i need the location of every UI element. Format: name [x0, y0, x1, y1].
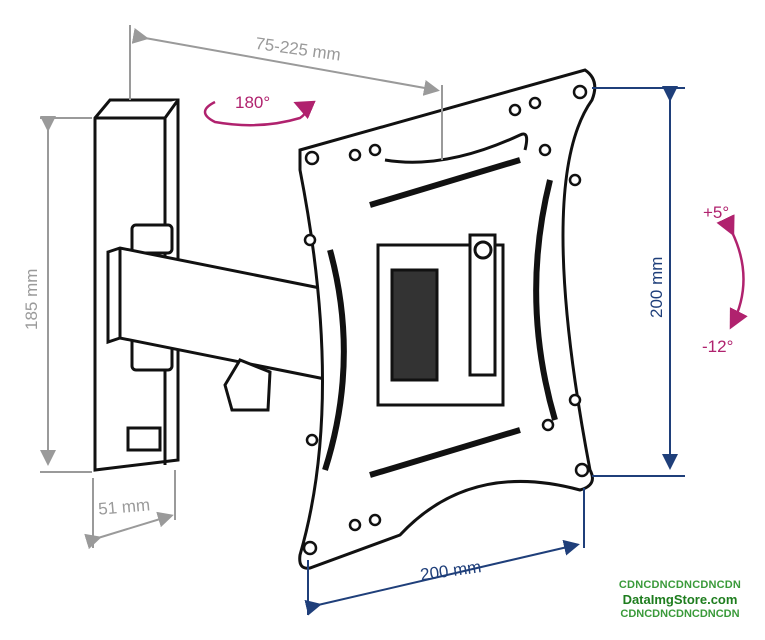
vesa-plate: [298, 68, 597, 570]
tilt-up-label: +5°: [703, 203, 729, 222]
vesa-horizontal-label: 200 mm: [419, 557, 482, 584]
rotation-arrows: [203, 100, 748, 330]
tilt-down-label: -12°: [702, 337, 733, 356]
swivel-label: 180°: [235, 93, 270, 112]
dim-lines-grey: [40, 25, 443, 550]
watermark-line-2: DataImgStore.com: [622, 592, 738, 607]
swing-arm: [106, 246, 332, 412]
wall-plate-width-label: 51 mm: [97, 495, 150, 518]
wall-plate-height-label: 185 mm: [22, 269, 41, 330]
dim-lines-blue: [304, 86, 685, 616]
watermark-line-3: CDNCDNCDNCDNCDN: [620, 608, 740, 620]
watermark-line-1: CDNCDNCDNCDNCDN: [618, 579, 742, 591]
vesa-vertical-label: 200 mm: [647, 257, 666, 318]
